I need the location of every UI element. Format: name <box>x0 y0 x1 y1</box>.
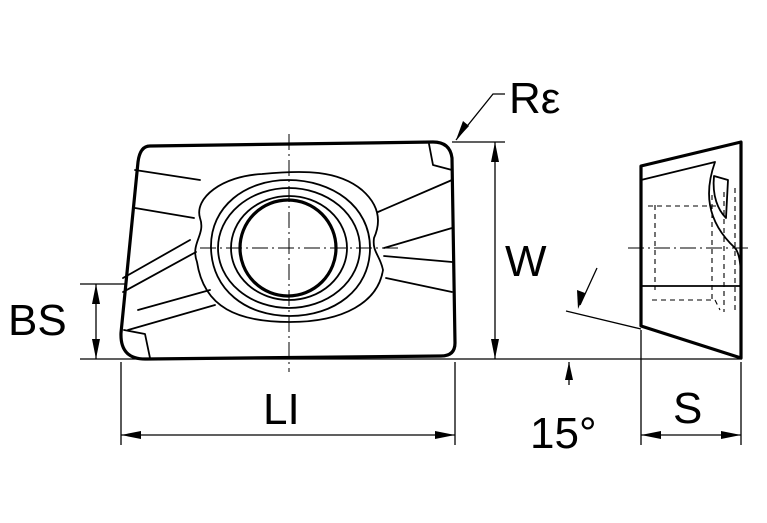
dimensions-top-view <box>80 93 742 445</box>
label-corner-radius: Rε <box>509 74 560 123</box>
insert-outline <box>119 140 457 361</box>
side-hidden-lines <box>648 188 736 312</box>
hole-outer-ring <box>194 171 384 323</box>
side-outline <box>639 140 743 360</box>
corner-chamfer-bottom-left <box>123 329 151 359</box>
side-clearance-lines <box>640 161 742 287</box>
label-length: LI <box>263 385 300 434</box>
label-thickness: S <box>673 384 702 433</box>
label-bs: BS <box>8 296 67 345</box>
dimensions-side-view <box>565 267 742 445</box>
insert-top-view <box>119 134 457 372</box>
side-chipbreaker <box>712 175 729 219</box>
insert-side-view <box>628 140 750 360</box>
facet-lines-left <box>122 169 216 331</box>
hole-ring-2 <box>210 179 371 317</box>
label-angle: 15° <box>530 409 597 458</box>
corner-chamfer-top-right <box>428 143 453 171</box>
label-width: W <box>505 237 547 286</box>
facet-lines-right <box>377 179 453 293</box>
